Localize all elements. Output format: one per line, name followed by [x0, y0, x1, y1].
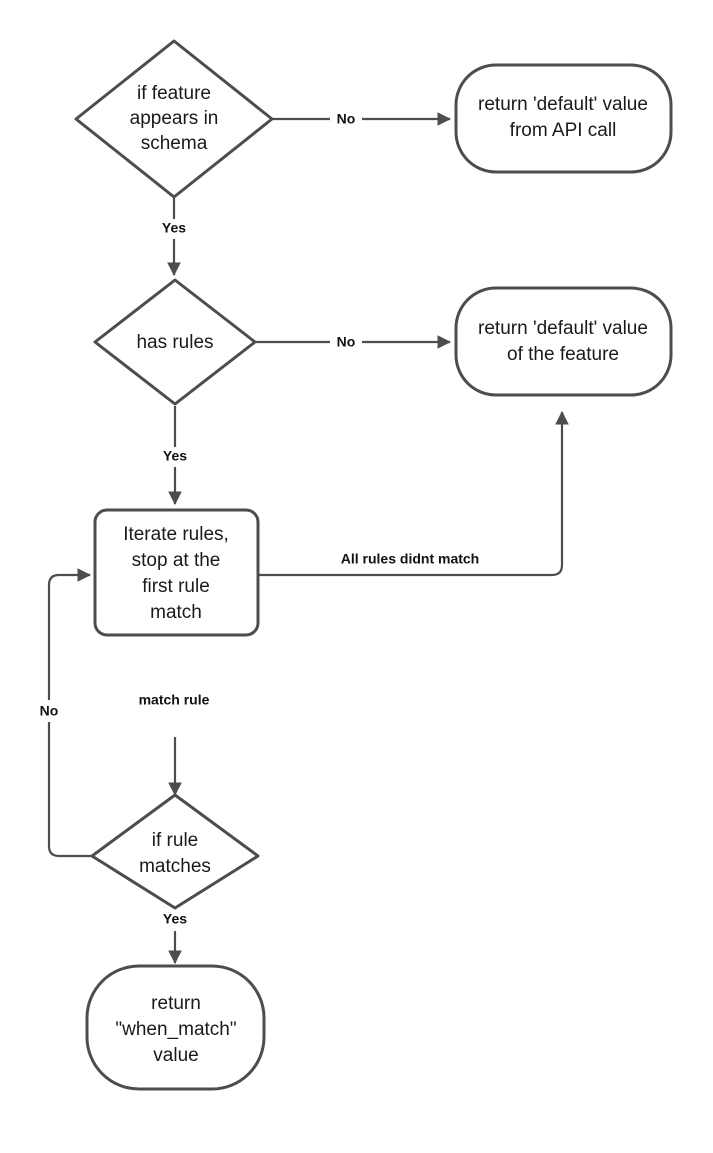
node-return-default-of-the-feature[interactable]: return 'default' value of the feature: [454, 286, 673, 397]
edge-rule-matches-no: No: [32, 568, 92, 858]
node-text-line-1: return 'default' value: [478, 318, 648, 339]
node-text-line-2: "when_match": [115, 1019, 236, 1040]
edge-all-rules-didnt-match: All rules didnt match: [259, 410, 569, 577]
node-has-rules[interactable]: has rules: [93, 278, 257, 406]
edge-label-rule-matches-yes: Yes: [163, 911, 187, 927]
node-return-default-from-api-call[interactable]: return 'default' value from API call: [454, 63, 673, 174]
edge-label-hasrules-yes: Yes: [163, 448, 187, 464]
node-if-feature-appears-in-schema[interactable]: if feature appears in schema: [74, 39, 274, 199]
edge-match-rule: match rule: [124, 691, 226, 797]
edge-label-match-rule: match rule: [139, 692, 210, 708]
node-return-when-match-value[interactable]: return "when_match" value: [85, 964, 266, 1091]
node-text-line-3: value: [153, 1045, 198, 1066]
edge-label-hasrules-no: No: [337, 334, 356, 350]
node-text-line-1: return 'default' value: [478, 94, 648, 115]
edge-schema-no: No: [273, 108, 452, 130]
edge-label-rule-matches-no: No: [40, 703, 59, 719]
edge-rule-matches-yes: Yes: [157, 909, 193, 965]
edge-hasrules-no: No: [256, 331, 452, 353]
edge-schema-yes: Yes: [156, 198, 192, 277]
node-text-line-1: return: [151, 993, 201, 1014]
node-text-line-1: Iterate rules,: [123, 524, 229, 545]
node-text-line-4: match: [150, 602, 202, 623]
node-if-rule-matches[interactable]: if rule matches: [90, 793, 260, 910]
node-text-line-2: matches: [139, 856, 211, 877]
node-text-line-3: schema: [141, 133, 208, 154]
node-text-line-2: of the feature: [507, 344, 619, 365]
edge-hasrules-yes: Yes: [157, 406, 193, 506]
node-text-line-2: from API call: [510, 120, 617, 141]
node-text-line-2: stop at the: [132, 550, 221, 571]
node-text-line-1: if feature: [137, 83, 211, 104]
node-iterate-rules[interactable]: Iterate rules, stop at the first rule ma…: [93, 508, 260, 637]
edge-label-all-rules-didnt-match: All rules didnt match: [341, 551, 479, 567]
edge-label-schema-yes: Yes: [162, 220, 186, 236]
node-text-line-1: has rules: [136, 332, 213, 353]
edge-label-schema-no: No: [337, 111, 356, 127]
node-text-line-2: appears in: [130, 108, 219, 129]
node-text-line-3: first rule: [142, 576, 210, 597]
node-text-line-1: if rule: [152, 830, 198, 851]
